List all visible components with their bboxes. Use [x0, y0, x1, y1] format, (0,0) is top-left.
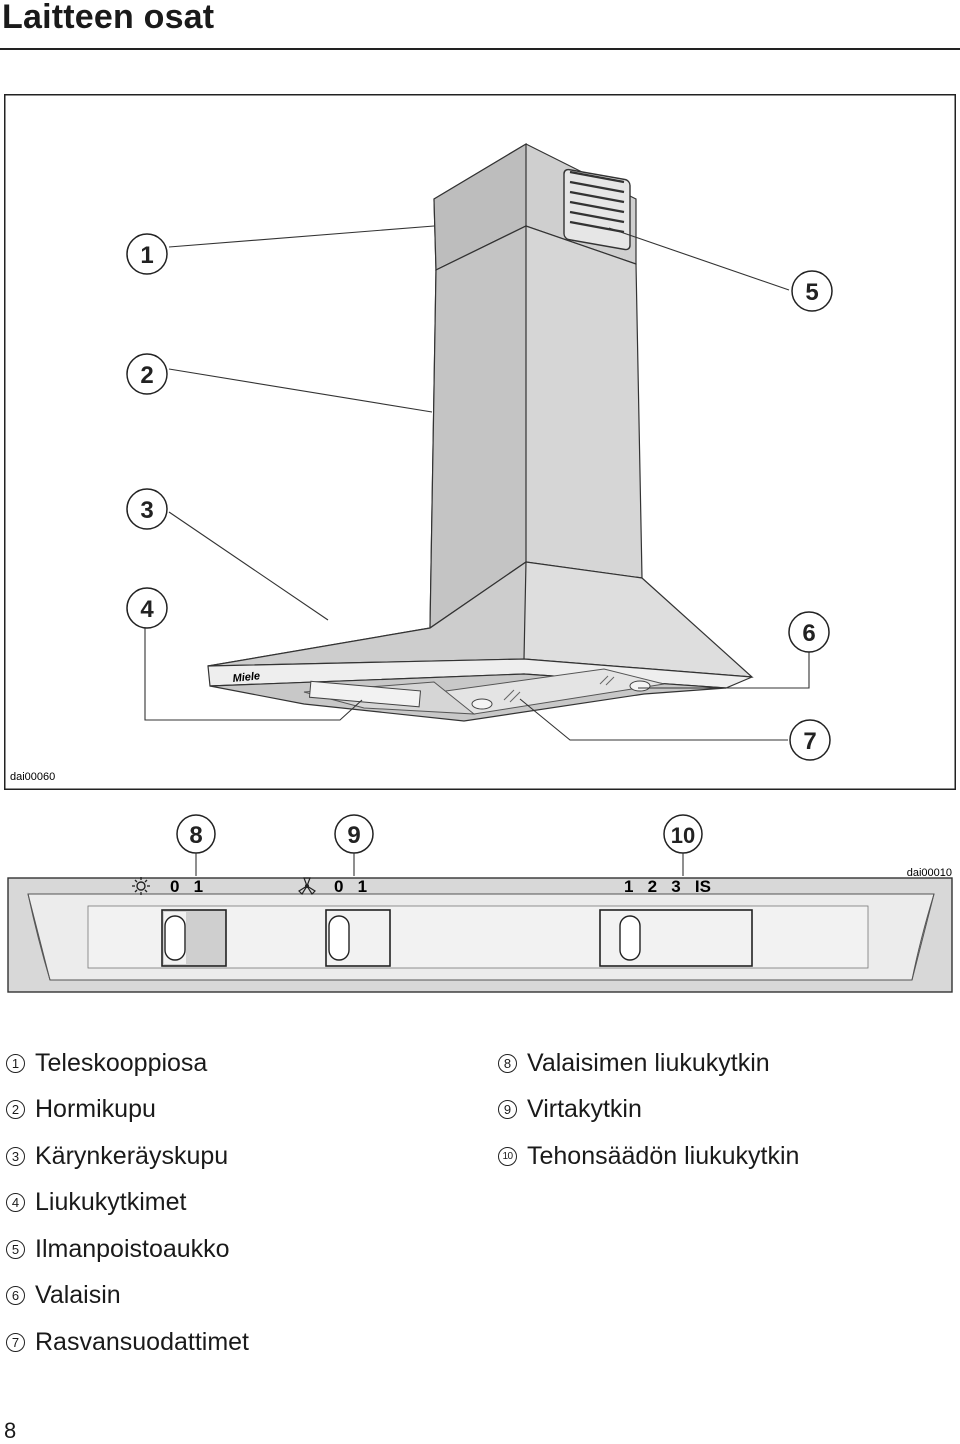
- callout-3: 3: [126, 488, 168, 530]
- title-rule: [0, 48, 960, 50]
- legend-label: Rasvansuodattimet: [35, 1327, 250, 1356]
- legend-right: 8 Valaisimen liukukytkin 9 Virtakytkin 10 T…: [496, 1040, 799, 1180]
- fan-positions: 0 1: [334, 877, 367, 896]
- power-positions: 1 2 3 IS: [624, 877, 711, 896]
- legend-label: Teleskooppiosa: [35, 1048, 208, 1077]
- legend-item: 7 Rasvansuodattimet: [4, 1319, 249, 1366]
- callout-6: 6: [788, 611, 830, 653]
- legend-label: Tehonsäädön liukukytkin: [527, 1141, 800, 1170]
- page-number: 8: [4, 1418, 17, 1443]
- slider-panel: [308, 680, 422, 708]
- figure2-code: dai00010: [907, 867, 952, 879]
- legend-label: Valaisin: [35, 1281, 121, 1310]
- figure1-code: dai00060: [10, 771, 55, 783]
- svg-text:6: 6: [802, 620, 815, 647]
- callout-1: 1: [126, 233, 168, 275]
- svg-text:1: 1: [140, 242, 153, 269]
- svg-text:5: 5: [805, 279, 818, 306]
- air-outlet-vent: [563, 168, 631, 251]
- light-positions: 0 1: [170, 877, 203, 896]
- callout-2: 2: [126, 353, 168, 395]
- legend-number: 9: [498, 1100, 517, 1120]
- legend-item: 4 Liukukytkimet: [4, 1180, 249, 1227]
- legend-label: Kärynkeräyskupu: [35, 1141, 229, 1170]
- callout-9: 9: [334, 814, 374, 854]
- legend-number: 6: [6, 1286, 25, 1306]
- svg-text:2: 2: [140, 362, 153, 389]
- legend-number: 5: [6, 1239, 25, 1259]
- legend-item: 10 Tehonsäädön liukukytkin: [496, 1133, 799, 1180]
- legend-number: 7: [6, 1332, 25, 1352]
- brand-logo: Miele: [232, 670, 261, 685]
- callout-7: 7: [789, 719, 831, 761]
- page-title: Laitteen osat: [2, 0, 215, 36]
- callout-4: 4: [126, 587, 168, 629]
- svg-text:3: 3: [140, 497, 153, 524]
- legend-item: 6 Valaisin: [4, 1273, 249, 1320]
- legend-number: 1: [6, 1053, 25, 1073]
- light-slider[interactable]: [161, 909, 227, 967]
- lamp: [471, 698, 493, 710]
- legend-item: 3 Kärynkeräyskupu: [4, 1133, 249, 1180]
- power-slider[interactable]: [599, 909, 753, 967]
- legend-label: Valaisimen liukukytkin: [527, 1048, 770, 1077]
- svg-text:8: 8: [189, 822, 202, 849]
- legend-number: 4: [6, 1193, 25, 1213]
- legend-item: 8 Valaisimen liukukytkin: [496, 1040, 799, 1087]
- svg-text:9: 9: [347, 822, 360, 849]
- hood-illustration: Miele 1 2 3 4 5 6 7 dai00060: [4, 94, 956, 790]
- legend-left: 1 Teleskooppiosa 2 Hormikupu 3 Kärynkeräysk…: [4, 1040, 249, 1366]
- legend-label: Hormikupu: [35, 1095, 156, 1124]
- svg-text:10: 10: [671, 823, 695, 848]
- svg-text:4: 4: [140, 596, 154, 623]
- callout-10: 10: [663, 814, 703, 854]
- fan-slider[interactable]: [325, 909, 391, 967]
- legend-item: 2 Hormikupu: [4, 1087, 249, 1134]
- light-symbol-icon: [132, 877, 150, 895]
- legend-label: Liukukytkimet: [35, 1188, 187, 1217]
- legend-item: 9 Virtakytkin: [496, 1087, 799, 1134]
- control-panel-illustration: 8 9 10 dai00010 0 1 0 1 1 2 3 IS: [7, 814, 953, 993]
- callout-8: 8: [176, 814, 216, 854]
- legend-label: Ilmanpoistoaukko: [35, 1234, 230, 1263]
- legend-item: 1 Teleskooppiosa: [4, 1040, 249, 1087]
- legend-number: 8: [498, 1053, 517, 1073]
- callout-5: 5: [791, 270, 833, 312]
- legend-item: 5 Ilmanpoistoaukko: [4, 1226, 249, 1273]
- legend-number: 3: [6, 1146, 25, 1166]
- legend-number: 2: [6, 1100, 25, 1120]
- svg-text:7: 7: [803, 728, 816, 755]
- fan-symbol-icon: [298, 877, 316, 895]
- legend-label: Virtakytkin: [527, 1095, 642, 1124]
- legend-number: 10: [498, 1146, 517, 1166]
